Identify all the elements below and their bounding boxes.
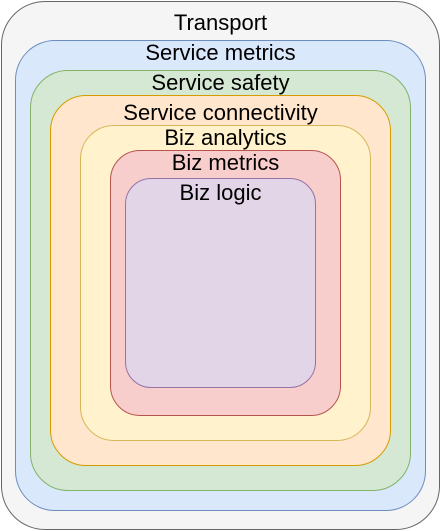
- layer-label-service-safety: Service safety: [151, 70, 290, 95]
- layer-label-service-metrics: Service metrics: [145, 40, 296, 65]
- layer-label-biz-metrics: Biz metrics: [171, 150, 280, 175]
- layer-label-transport: Transport: [173, 10, 268, 35]
- layer-label-biz-analytics: Biz analytics: [164, 125, 287, 150]
- layer-label-service-connectivity: Service connectivity: [123, 100, 318, 125]
- layer-label-biz-logic: Biz logic: [179, 180, 262, 205]
- layer-biz-logic: Biz logic: [125, 178, 316, 388]
